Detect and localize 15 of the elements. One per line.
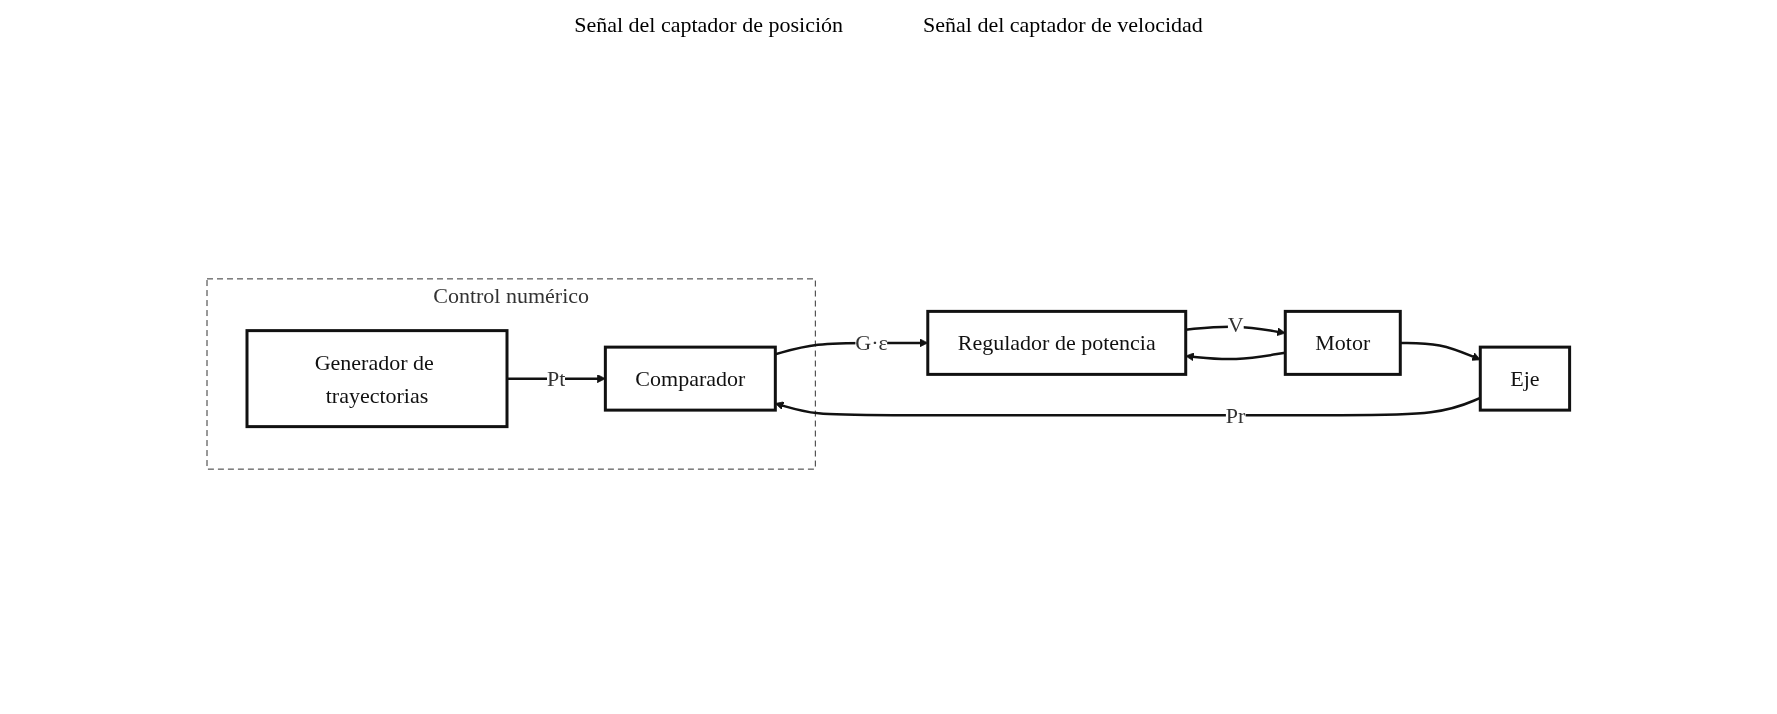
edge-label: Pr — [1225, 402, 1246, 428]
arrow — [1185, 351, 1286, 362]
node-box: Motor — [1283, 309, 1402, 376]
arrow — [775, 396, 1481, 417]
node-box: Regulador de potencia — [926, 309, 1188, 376]
signal-label: Señal del captador de posición — [574, 12, 843, 38]
arrow — [1400, 341, 1481, 361]
edge-label: Pt — [547, 366, 566, 392]
node-box: Eje — [1478, 345, 1572, 412]
edge-label: G·ε — [855, 330, 888, 356]
edge-label: V — [1227, 312, 1244, 338]
node-box: Comparador — [604, 345, 777, 412]
signal-label: Señal del captador de velocidad — [923, 12, 1203, 38]
arrow — [1185, 325, 1286, 337]
node-box: Generador de trayectorias — [245, 329, 509, 429]
